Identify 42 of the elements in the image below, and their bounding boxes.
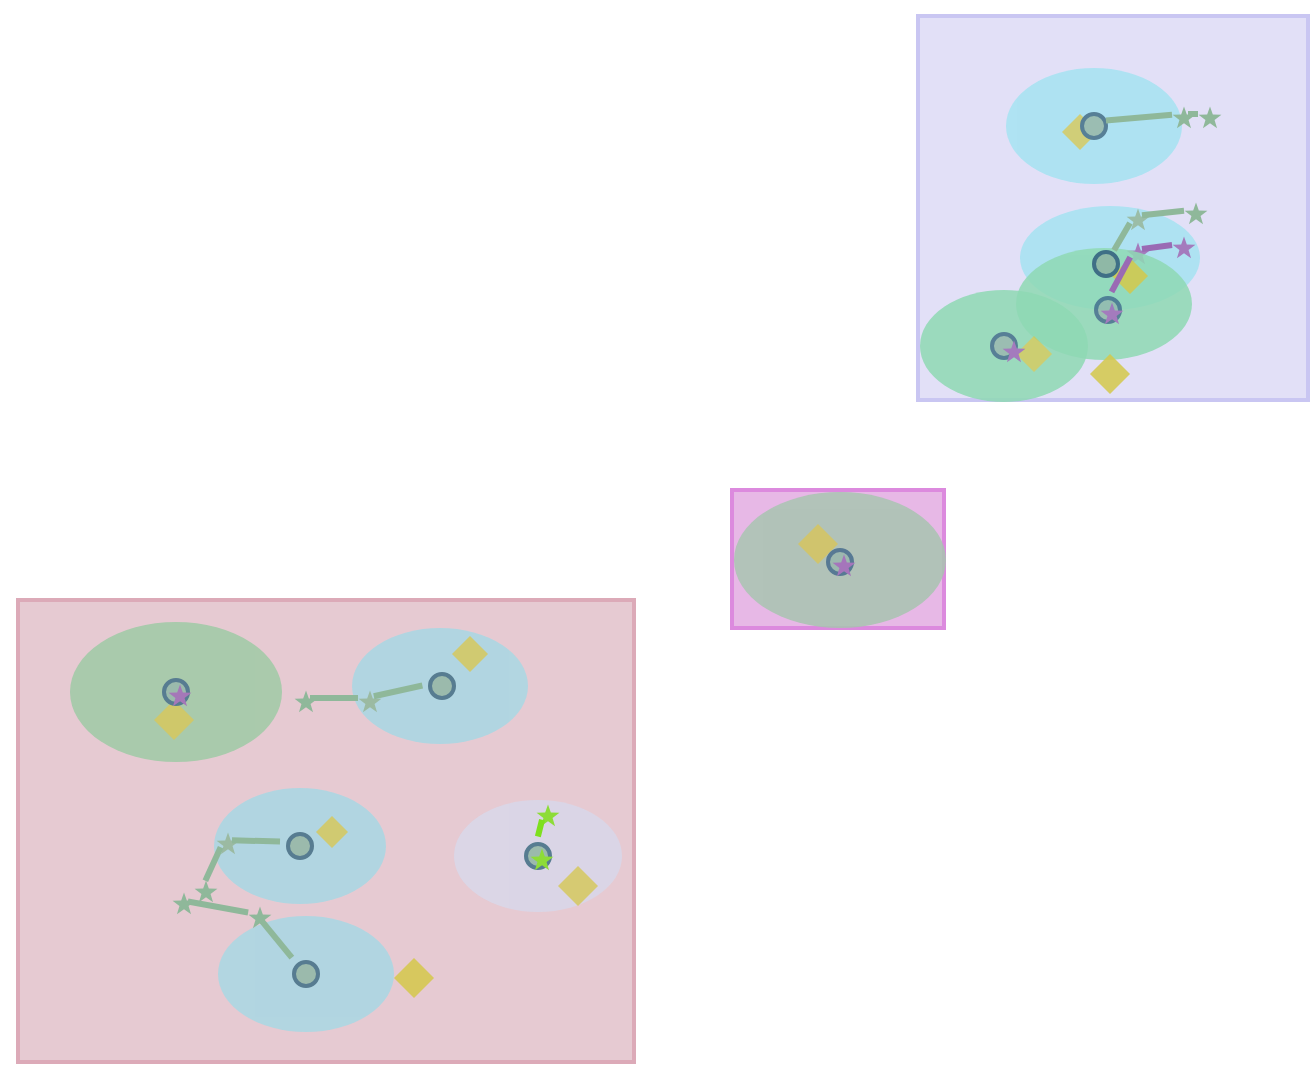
connector-line [1188, 111, 1198, 117]
star-marker [1172, 236, 1196, 260]
connector-line [1108, 255, 1133, 294]
connector-line [373, 682, 424, 700]
group-panel [16, 598, 636, 1064]
star-marker [168, 684, 192, 708]
connector-line [1105, 111, 1173, 124]
star-marker [248, 906, 272, 930]
star-marker [1002, 340, 1026, 364]
group-panel [916, 14, 1310, 402]
diamond-marker [1090, 354, 1130, 394]
diamond-marker [316, 816, 348, 848]
connector-line [202, 846, 224, 882]
diamond-marker [452, 636, 488, 672]
connector-line [187, 898, 249, 916]
star-marker [1100, 302, 1124, 326]
star-marker [194, 880, 218, 904]
star-marker [832, 554, 856, 578]
diamond-marker [798, 524, 838, 564]
star-marker [358, 690, 382, 714]
connector-line [1141, 207, 1185, 219]
diamond-marker [558, 866, 598, 906]
connector-line [310, 695, 358, 701]
diamond-marker [154, 700, 194, 740]
star-marker [216, 832, 240, 856]
connector-line [1141, 242, 1173, 252]
star-marker [294, 690, 318, 714]
diamond-marker [394, 958, 434, 998]
connector-line [534, 819, 545, 838]
ellipse-region [920, 290, 1088, 402]
star-marker [536, 804, 560, 828]
diamond-marker [1016, 336, 1052, 372]
star-marker [530, 848, 554, 872]
star-marker [1184, 202, 1208, 226]
star-marker [1198, 106, 1222, 130]
diamond-marker [1112, 258, 1148, 294]
connector-line [231, 837, 281, 845]
connector-line [1111, 221, 1133, 252]
star-marker [1172, 106, 1196, 130]
star-marker [1126, 208, 1150, 232]
star-marker [172, 892, 196, 916]
connector-line [258, 918, 295, 960]
